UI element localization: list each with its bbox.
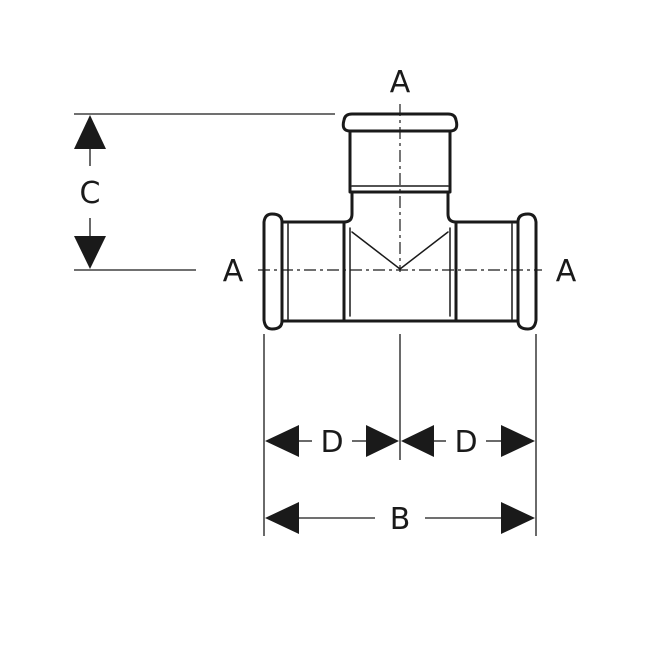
label-port-top: A <box>390 65 411 100</box>
dim-b-arrow-left <box>265 502 299 534</box>
label-dim-b: B <box>390 502 411 537</box>
label-port-right: A <box>556 254 577 289</box>
left-socket-rim <box>262 212 284 331</box>
dim-c-arrow-down <box>74 236 106 269</box>
dimension-b <box>265 502 535 534</box>
tee-fitting <box>262 112 538 331</box>
branch-diagonal-left <box>351 231 401 270</box>
label-dim-c: C <box>80 176 101 211</box>
extension-lines <box>74 113 537 536</box>
label-dim-d-right: D <box>454 425 477 460</box>
top-socket-rim <box>341 112 459 133</box>
right-socket-rim <box>516 212 538 331</box>
label-port-left: A <box>223 254 244 289</box>
dimension-c <box>74 115 106 269</box>
label-dim-d-left: D <box>320 425 343 460</box>
center-lines <box>258 104 542 272</box>
dim-d-right-arrow-a <box>401 425 434 457</box>
dim-d-left-arrow-b <box>366 425 399 457</box>
dimension-d <box>265 425 535 457</box>
dim-c-arrow-up <box>74 115 106 149</box>
tee-body-outline <box>280 190 520 323</box>
dim-d-right-arrow-b <box>501 425 535 457</box>
dim-b-arrow-right <box>501 502 535 534</box>
dim-d-left-arrow-a <box>265 425 299 457</box>
branch-diagonal-right <box>399 231 449 270</box>
